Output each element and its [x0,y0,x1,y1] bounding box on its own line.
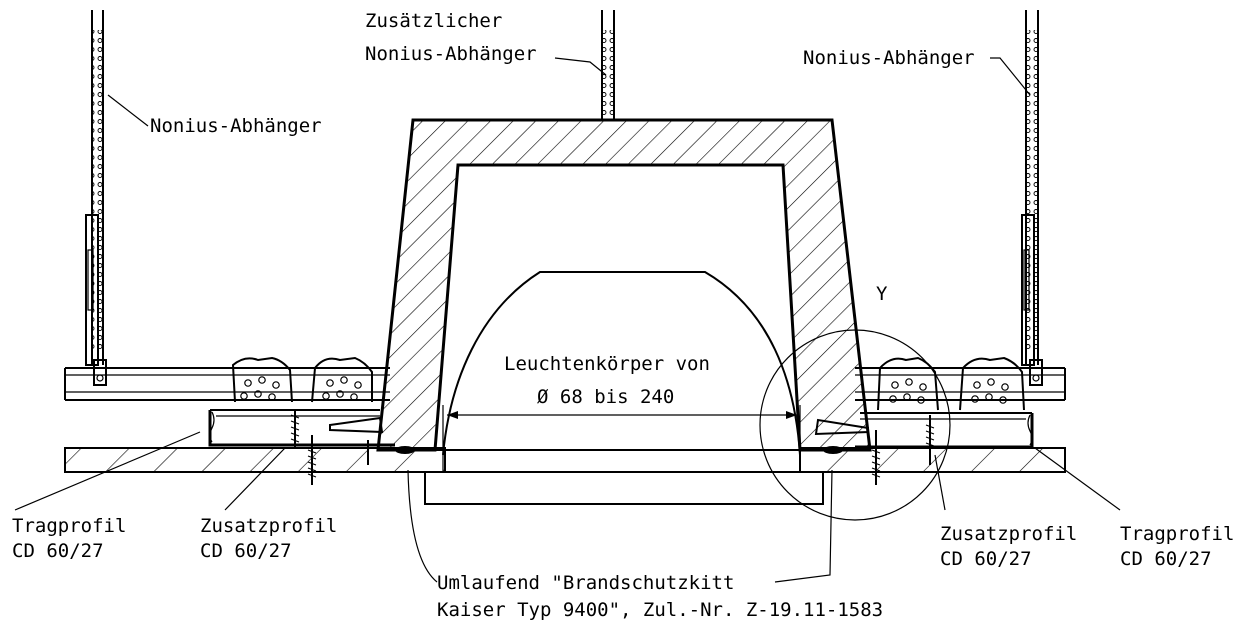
nonius-hanger-right [1021,10,1043,386]
label-nonius-right: Nonius-Abhänger [803,47,975,69]
label-zusaetzlicher-line2: Nonius-Abhänger [365,43,537,65]
tragprofil-rail-left [64,367,390,401]
label-zusatzprofil-left-line1: Zusatzprofil [200,515,337,537]
label-zusatzprofil-right-line1: Zusatzprofil [940,523,1077,545]
nonius-hanger-left [85,10,107,386]
sealant-beads [395,446,843,454]
connector-clips-left [231,356,373,403]
detail-circle-y [759,329,951,521]
nonius-hanger-center [601,10,615,120]
label-detail-y: Y [876,283,888,305]
label-tragprofil-right-line2: CD 60/27 [1120,548,1212,570]
label-tragprofil-left-line1: Tragprofil [12,515,126,537]
luminaire-body [424,271,824,505]
label-leuchten-line2: Ø 68 bis 240 [537,386,674,408]
zusatzprofil-left [208,409,395,447]
label-zusatzprofil-right-line2: CD 60/27 [940,548,1032,570]
leader-lines [14,57,1121,583]
label-tragprofil-right-line1: Tragprofil [1120,523,1234,545]
label-kitt-line1: Umlaufend "Brandschutzkitt [437,572,734,594]
connector-clips-right [877,356,1025,411]
label-zusaetzlicher-line1: Zusätzlicher [365,10,502,32]
label-leuchten-line1: Leuchtenkörper von [504,353,710,375]
zusatzprofil-right [855,412,1034,449]
label-kitt-line2: Kaiser Typ 9400", Zul.-Nr. Z-19.11-1583 [437,599,883,621]
ceiling-board-left [64,447,446,473]
label-tragprofil-left-line2: CD 60/27 [12,540,104,562]
label-zusatzprofil-left-line2: CD 60/27 [200,540,292,562]
label-nonius-left: Nonius-Abhänger [150,115,322,137]
